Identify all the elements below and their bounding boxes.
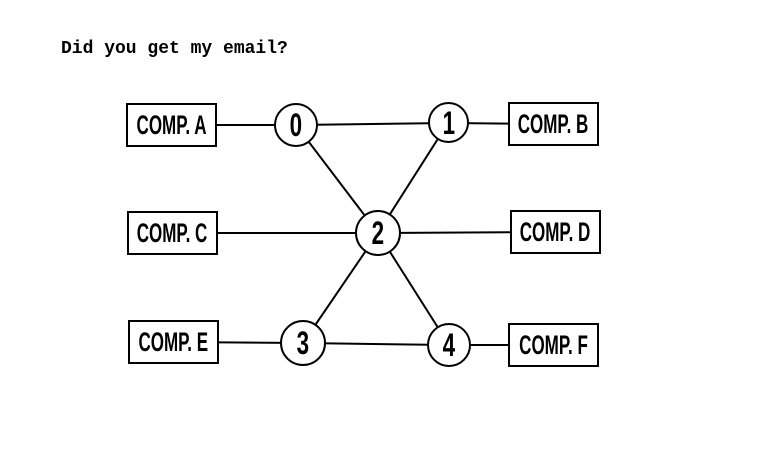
computer-box-c: COMP. C bbox=[127, 211, 218, 255]
computer-box-b: COMP. B bbox=[508, 102, 599, 146]
node-circle-label: 3 bbox=[296, 325, 310, 361]
computer-box-e: COMP. E bbox=[128, 320, 219, 364]
edge-node-0-node-1 bbox=[295, 122, 449, 126]
computer-box-label: COMP. D bbox=[520, 216, 591, 247]
node-circle-3: 3 bbox=[280, 320, 326, 366]
computer-box-label: COMP. F bbox=[519, 329, 588, 360]
node-circle-label: 4 bbox=[442, 327, 456, 363]
node-circle-label: 1 bbox=[442, 104, 455, 141]
edge-node-3-node-4 bbox=[302, 342, 450, 346]
node-circle-2: 2 bbox=[355, 210, 401, 256]
computer-box-f: COMP. F bbox=[508, 323, 599, 367]
node-circle-0: 0 bbox=[274, 103, 318, 147]
computer-box-label: COMP. B bbox=[518, 108, 589, 139]
page-title: Did you get my email? bbox=[61, 39, 288, 59]
node-circle-4: 4 bbox=[427, 323, 471, 367]
computer-box-label: COMP. C bbox=[137, 217, 208, 248]
computer-box-a: COMP. A bbox=[126, 103, 217, 147]
node-circle-label: 2 bbox=[371, 215, 385, 251]
computer-box-label: COMP. E bbox=[138, 326, 209, 357]
computer-box-label: COMP. A bbox=[136, 109, 207, 140]
computer-box-d: COMP. D bbox=[510, 210, 601, 254]
node-circle-1: 1 bbox=[428, 102, 469, 143]
node-circle-label: 0 bbox=[289, 107, 303, 143]
